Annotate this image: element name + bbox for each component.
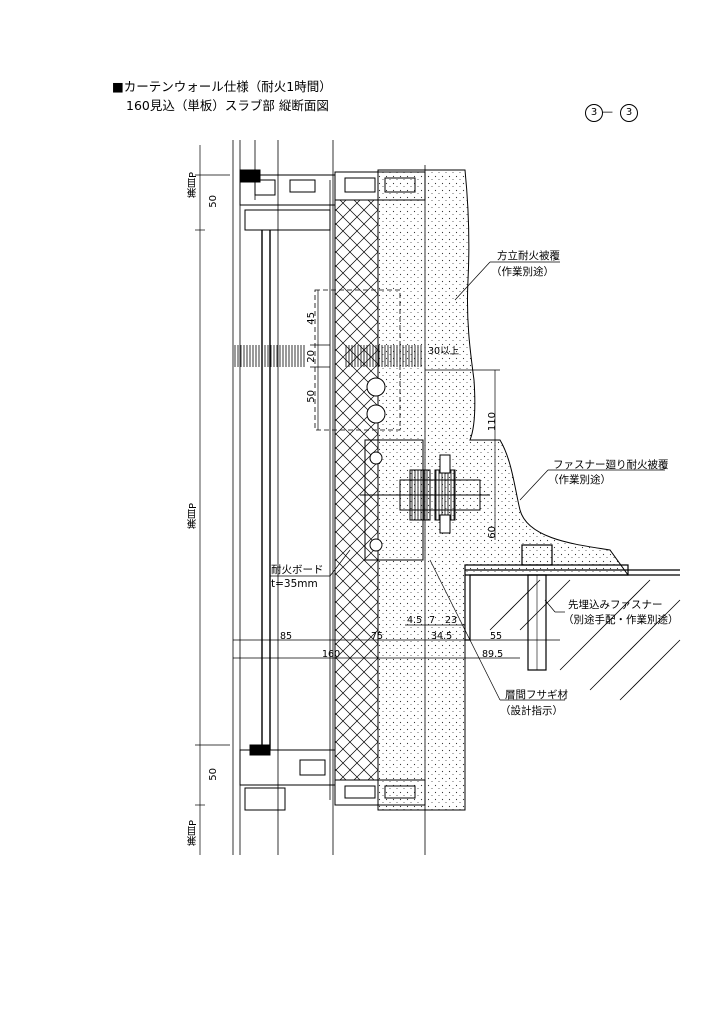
top-transom <box>239 169 426 231</box>
label-floor-seal: 層間フサギ材 <box>505 689 568 701</box>
leader-lines <box>270 261 665 701</box>
dim-23: 23 <box>445 615 458 626</box>
label-column-fireproofing: 方立耐火被覆 <box>497 250 560 262</box>
dim-mullion-pitch-top: 兼目P <box>188 172 199 199</box>
bottom-transom <box>239 744 426 811</box>
dim-30-min: 30以上 <box>428 346 460 357</box>
dim-160: 160 <box>322 649 341 660</box>
drawing-title: ■カーテンウォール仕様（耐火1時間） <box>112 79 332 94</box>
dim-89-5: 89.5 <box>482 649 504 660</box>
dim-110: 110 <box>487 412 498 432</box>
dim-45: 45 <box>306 312 317 325</box>
dim-4-5: 4.5 <box>407 615 423 626</box>
fire-board <box>334 199 379 781</box>
dim-mullion-pitch-bottom: 兼目P <box>188 820 199 847</box>
ref-separator: — <box>602 105 613 118</box>
curtain-wall-frame <box>232 140 334 855</box>
label-fire-board: 耐火ボード <box>271 564 324 576</box>
ref-circle-b: 3 <box>620 104 638 122</box>
dim-50-top: 50 <box>208 195 219 208</box>
label-fastener-fireproofing: ファスナー廻り耐火被覆 <box>553 459 669 471</box>
label-fire-board-thickness: t=35mm <box>271 578 318 590</box>
bracket-outline <box>314 289 401 431</box>
dim-mullion-pitch-mid: 兼目P <box>188 503 199 530</box>
gasket-band-left <box>233 345 305 367</box>
dim-55: 55 <box>490 631 503 642</box>
label-floor-seal-note: （設計指示） <box>500 705 563 717</box>
dim-20: 20 <box>306 350 317 363</box>
dim-50-mid: 50 <box>306 390 317 403</box>
dim-34-5: 34.5 <box>431 631 453 642</box>
drawing-subtitle: 160見込（単板）スラブ部 縦断面図 <box>126 98 329 113</box>
label-embedded-fastener-note: （別途手配・作業別途） <box>563 614 679 626</box>
dim-85: 85 <box>280 631 293 642</box>
dim-75: 75 <box>371 631 384 642</box>
label-fastener-fireproofing-note: （作業別途） <box>548 474 611 486</box>
ref-circle-a: 3 <box>585 104 603 122</box>
label-column-fireproofing-note: （作業別途） <box>491 266 554 278</box>
dim-7: 7 <box>429 615 436 626</box>
fastener-assembly <box>360 439 490 561</box>
gasket-band-right <box>345 345 423 367</box>
dimension-lines <box>195 145 560 855</box>
label-embedded-fastener: 先埋込みファスナー <box>568 599 663 611</box>
anchor-bolts <box>366 377 386 552</box>
dim-60: 60 <box>487 526 498 539</box>
dim-50-bottom: 50 <box>208 768 219 781</box>
